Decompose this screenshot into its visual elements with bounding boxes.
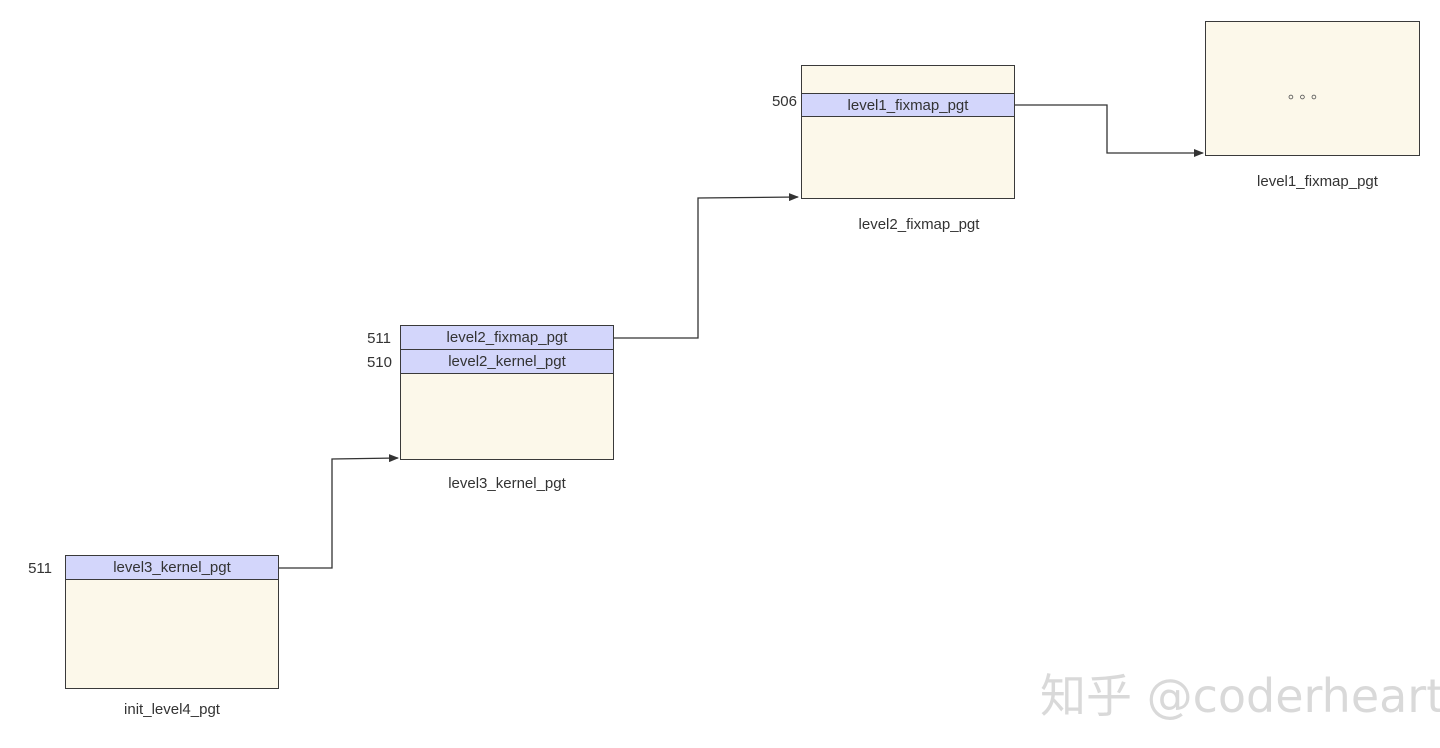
entry-label: level1_fixmap_pgt [847, 96, 969, 114]
table-caption: level3_kernel_pgt [448, 475, 566, 492]
watermark: 知乎 @coderheart [1040, 669, 1440, 723]
table-caption: level2_fixmap_pgt [858, 216, 980, 233]
entry-label: level2_fixmap_pgt [446, 329, 568, 346]
entry-index: 511 [367, 330, 391, 347]
arrow-level3-to-level2-fixmap [614, 193, 799, 339]
ellipsis-dots: 。。。 [1288, 85, 1331, 102]
init-level4-pgt-table: level3_kernel_pgt [65, 555, 279, 689]
table-entry-level2-kernel-pgt: level2_kernel_pgt [401, 350, 613, 374]
entry-index: 511 [28, 560, 52, 577]
table-entry-level1-fixmap-pgt: level1_fixmap_pgt [802, 93, 1014, 117]
entry-label: level3_kernel_pgt [113, 559, 231, 576]
table-caption: init_level4_pgt [124, 701, 220, 718]
table-entry-level3-kernel-pgt: level3_kernel_pgt [66, 556, 278, 580]
entry-index: 506 [771, 93, 797, 110]
entry-index: 510 [366, 354, 392, 371]
table-caption: level1_fixmap_pgt [1257, 173, 1378, 190]
arrow-init-level4-to-level3 [279, 454, 399, 569]
level3-kernel-pgt-table: level2_fixmap_pgt level2_kernel_pgt [400, 325, 614, 460]
level1-fixmap-pgt-table: 。。。 [1205, 21, 1420, 156]
level2-fixmap-pgt-table: level1_fixmap_pgt [801, 65, 1015, 199]
table-entry-level2-fixmap-pgt: level2_fixmap_pgt [401, 326, 613, 350]
arrow-level2-fixmap-to-level1-fixmap [1015, 104, 1204, 157]
entry-label: level2_kernel_pgt [448, 353, 566, 370]
